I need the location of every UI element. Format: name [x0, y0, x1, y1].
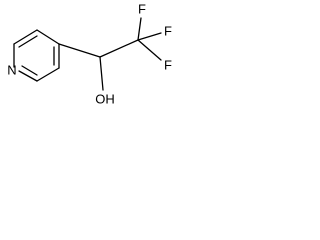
- nitrogen-label: N: [7, 62, 16, 77]
- ring-bond-c5-c6: [36, 67, 60, 82]
- hydroxyl-label: OH: [95, 91, 115, 106]
- bond-carbinol-to-cf3: [99, 39, 139, 58]
- bond-carbinol-to-oh: [99, 56, 104, 91]
- fluorine-top-label: F: [138, 1, 146, 16]
- bond-cf3-to-f-upper-right: [137, 32, 162, 41]
- bond-ring-to-carbinol: [58, 43, 101, 58]
- bond-cf3-to-f-top: [137, 17, 142, 41]
- side-chain: [58, 17, 162, 91]
- ring-bond-c2-c3-inner: [18, 35, 38, 48]
- ring-bond-c2-c3: [13, 29, 38, 45]
- bond-cf3-to-f-right: [137, 39, 162, 61]
- pyridine-ring: [13, 29, 60, 82]
- chemical-structure-diagram: N F F F OH: [7, 1, 172, 106]
- atom-labels: N F F F OH: [7, 1, 172, 106]
- fluorine-right-label: F: [164, 57, 172, 72]
- ring-bond-c6-n-inner: [21, 65, 38, 76]
- ring-bond-c6-n: [18, 70, 38, 82]
- fluorine-upper-right-label: F: [164, 23, 172, 38]
- ring-bond-c3-c4: [36, 29, 60, 45]
